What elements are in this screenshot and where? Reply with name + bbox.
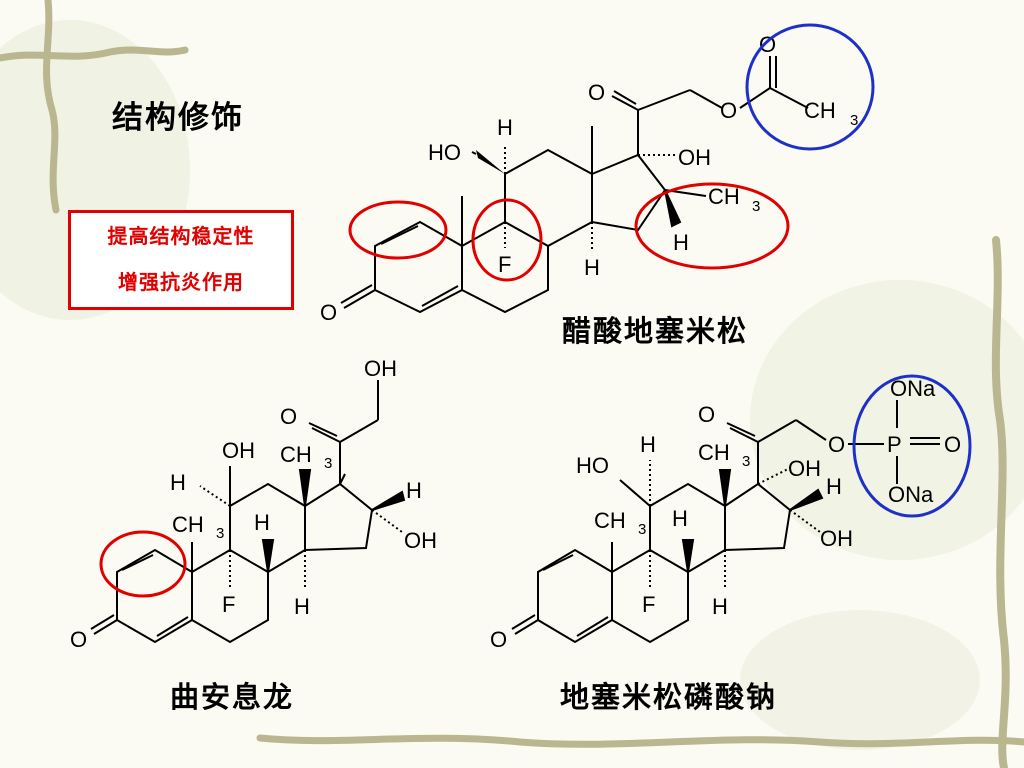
svg-text:H: H — [497, 115, 513, 140]
svg-text:3: 3 — [752, 198, 760, 215]
highlight-circle-acetate — [745, 23, 875, 151]
svg-text:P: P — [887, 432, 902, 457]
svg-text:CH: CH — [594, 508, 626, 533]
structure-dexamethasone-acetate — [340, 56, 809, 314]
molecule-name-dexamethasone-phosphate: 地塞米松磷酸钠 — [560, 680, 778, 714]
svg-text:CH: CH — [708, 184, 740, 209]
svg-text:O: O — [828, 432, 845, 457]
svg-text:CH: CH — [280, 442, 312, 467]
structure-triamcinolone — [90, 380, 406, 644]
svg-text:H: H — [170, 470, 186, 495]
svg-text:O: O — [720, 98, 737, 123]
svg-text:O: O — [944, 432, 961, 457]
highlight-circle-fluorine — [471, 198, 543, 282]
svg-text:H: H — [294, 594, 310, 619]
note-line-anti-inflammatory: 增强抗炎作用 — [118, 270, 244, 294]
effect-note-box: 提高结构稳定性 增强抗炎作用 — [68, 210, 294, 310]
highlight-circle-double-bond-2 — [99, 530, 187, 598]
svg-text:OH: OH — [678, 145, 711, 170]
svg-text:OH: OH — [364, 356, 397, 381]
highlight-circle-phosphate — [852, 374, 972, 518]
slide-title: 结构修饰 — [112, 100, 244, 136]
svg-text:HO: HO — [576, 453, 609, 478]
svg-text:3: 3 — [324, 455, 332, 472]
svg-text:O: O — [588, 80, 605, 105]
svg-text:H: H — [826, 474, 842, 499]
note-line-stability: 提高结构稳定性 — [107, 224, 255, 248]
molecule-name-dexamethasone-acetate: 醋酸地塞米松 — [562, 314, 749, 348]
structure-dexamethasone-phosphate — [511, 400, 940, 644]
molecule-name-triamcinolone: 曲安息龙 — [170, 680, 295, 714]
highlight-circle-double-bond-1 — [348, 200, 448, 260]
svg-text:H: H — [712, 594, 728, 619]
svg-text:OH: OH — [404, 528, 437, 553]
atom-labels-dexamethasone-phosphate: O HO H CH 3 CH 3 H F H O OH H OH O P O ONa… — [490, 376, 961, 652]
svg-text:H: H — [584, 255, 600, 280]
svg-text:O: O — [280, 404, 297, 429]
svg-text:H: H — [672, 506, 688, 531]
svg-text:ONa: ONa — [888, 482, 934, 507]
svg-text:3: 3 — [742, 453, 750, 470]
svg-text:O: O — [490, 627, 507, 652]
svg-text:CH: CH — [172, 512, 204, 537]
svg-text:CH: CH — [698, 440, 730, 465]
svg-text:3: 3 — [850, 112, 858, 129]
svg-text:O: O — [70, 627, 87, 652]
svg-text:O: O — [698, 402, 715, 427]
highlight-circle-methyl — [634, 182, 790, 270]
svg-text:O: O — [320, 300, 337, 325]
svg-text:F: F — [222, 592, 235, 617]
svg-text:H: H — [254, 510, 270, 535]
svg-text:H: H — [640, 432, 656, 457]
svg-text:F: F — [642, 592, 655, 617]
svg-text:3: 3 — [216, 525, 224, 542]
svg-text:OH: OH — [222, 438, 255, 463]
svg-text:CH: CH — [804, 98, 836, 123]
atom-labels-triamcinolone: O OH H CH 3 CH 3 H F H O OH H OH — [70, 356, 437, 652]
svg-text:OH: OH — [788, 456, 821, 481]
svg-text:H: H — [406, 478, 422, 503]
svg-text:3: 3 — [638, 521, 646, 538]
svg-text:HO: HO — [428, 140, 461, 165]
svg-text:H: H — [673, 230, 689, 255]
svg-text:OH: OH — [820, 526, 853, 551]
svg-text:F: F — [498, 252, 511, 277]
